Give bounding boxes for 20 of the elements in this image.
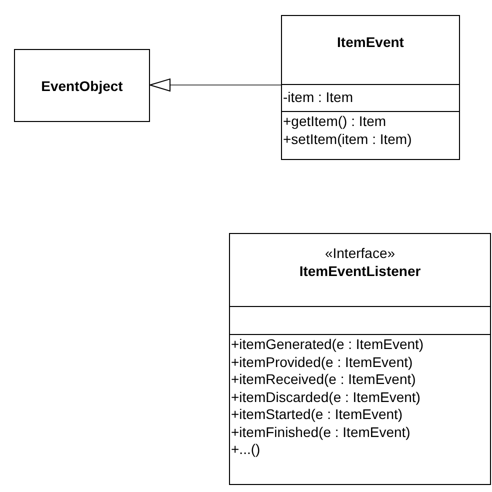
member-text: +getItem() : Item	[282, 113, 388, 130]
operations-compartment	[230, 334, 490, 458]
operations-compartment	[282, 111, 459, 148]
member-text: +itemStarted(e : ItemEvent)	[230, 406, 404, 424]
stereotype-text: «Interface»	[324, 244, 396, 262]
member-text: +itemReceived(e : ItemEvent)	[230, 371, 417, 388]
member-text: -item : Item	[282, 89, 354, 106]
member-text: +itemDiscarded(e : ItemEvent)	[230, 388, 422, 406]
class-box	[229, 233, 491, 485]
member-text: +itemProvided(e : ItemEvent)	[230, 354, 414, 371]
class-name: ItemEventListener	[299, 262, 421, 280]
class-name: ItemEvent	[337, 33, 404, 51]
class-box	[14, 49, 150, 122]
generalization-arrow	[150, 78, 282, 92]
member-text: +setItem(item : Item)	[282, 130, 413, 148]
member-text: +itemFinished(e : ItemEvent)	[230, 424, 412, 441]
member-text: +...()	[230, 441, 262, 458]
class-box	[281, 15, 460, 160]
class-name: EventObject	[41, 76, 123, 94]
member-text: +itemGenerated(e : ItemEvent)	[230, 336, 425, 354]
